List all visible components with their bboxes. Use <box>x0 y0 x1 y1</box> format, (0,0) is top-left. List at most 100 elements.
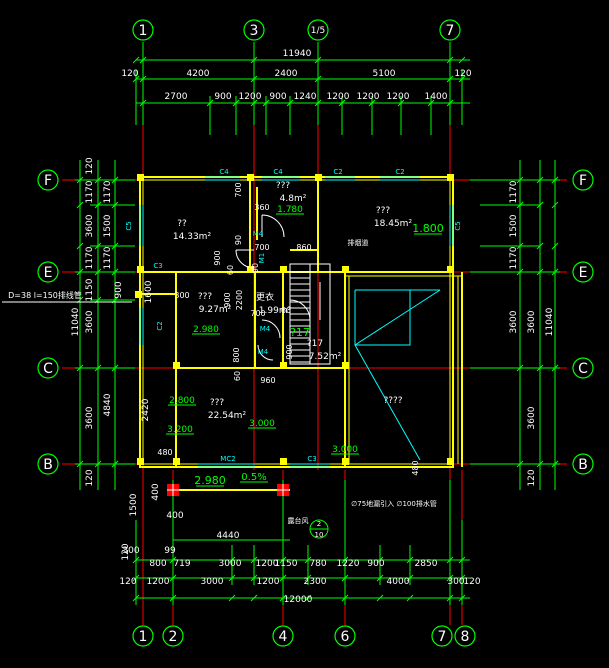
dimension-label: 3600 <box>85 406 95 429</box>
room-area: 9.27m² <box>199 305 232 315</box>
axis-top-0-circle <box>132 19 154 41</box>
dimension-ticks <box>76 56 559 602</box>
axis-top-2-circle <box>307 19 329 41</box>
elevation-mark: 1.800 <box>412 222 444 235</box>
room-name: ??? <box>376 206 391 216</box>
dimension-label: 1200 <box>239 92 262 102</box>
dimension-label: 400 <box>166 511 183 521</box>
dimension-label: 4440 <box>217 531 240 541</box>
dimension-label: 12000 <box>284 595 313 605</box>
dimension-label: 719 <box>173 559 190 569</box>
dimension-label: 1200 <box>256 559 279 569</box>
dimension-label: 3600 <box>509 310 519 333</box>
inner-dimension: 700 <box>234 182 243 197</box>
dimension-label: 1150 <box>275 559 298 569</box>
axis-bottom-0-circle <box>132 625 154 647</box>
inner-dimension: 900 <box>285 344 294 359</box>
room-area: 7.52m² <box>309 352 342 362</box>
room-name: ?17 <box>307 339 323 349</box>
elevation-mark: 3.000 <box>249 419 275 429</box>
dimension-label: 400 <box>151 483 161 500</box>
window-tag: C3 <box>307 455 316 463</box>
dimension-label: 900 <box>367 559 384 569</box>
axis-top-1-circle <box>243 19 265 41</box>
inner-dimension: 700 <box>254 243 269 252</box>
dimension-label: 2400 <box>275 69 298 79</box>
dimension-label: 4840 <box>103 393 113 416</box>
axis-top-3-circle <box>439 19 461 41</box>
axis-right-2: C <box>578 361 588 377</box>
axis-bottom-5: 8 <box>461 629 470 645</box>
window-tag: MC2 <box>220 455 235 463</box>
axis-left-2: C <box>43 361 53 377</box>
inner-dimension: 860 <box>296 243 311 252</box>
window-tag: M4 <box>258 348 269 356</box>
structural-columns <box>135 174 454 465</box>
room-name: ??? <box>210 398 225 408</box>
dimension-label: 11040 <box>545 307 555 336</box>
inner-dimension: 300 <box>174 291 189 300</box>
dimension-label: 3600 <box>527 310 537 333</box>
rainwater-posts <box>167 484 289 496</box>
room-name: ???? <box>383 396 402 406</box>
dimension-label: 3600 <box>527 406 537 429</box>
window-tag: C2 <box>395 168 404 176</box>
dimension-label: 3600 <box>85 214 95 237</box>
dimension-label: 300 <box>447 577 464 587</box>
inner-dimension: 480 <box>157 448 172 457</box>
inner-dimension: 700 <box>250 309 265 318</box>
dimension-label: 1220 <box>337 559 360 569</box>
dimension-label: 800 <box>149 559 166 569</box>
axis-left-3-circle <box>37 453 59 475</box>
dimension-label: 900 <box>114 281 124 298</box>
axis-bottom-3: 6 <box>341 629 350 645</box>
axis-right-3-circle <box>572 453 594 475</box>
dimension-label: 11940 <box>283 49 312 59</box>
dimension-label: 1200 <box>387 92 410 102</box>
elevation-mark: 2.800 <box>169 396 195 406</box>
elevation-mark: 3.200 <box>167 425 193 435</box>
axis-top-2: 1/5 <box>311 26 325 36</box>
room-area: 1.99m² <box>259 306 292 316</box>
dimension-label: 2700 <box>165 92 188 102</box>
window-tag: C2 <box>333 168 342 176</box>
axis-bottom-4-circle <box>431 625 453 647</box>
dimension-label: 1170 <box>103 180 113 203</box>
dimension-label: 120 <box>527 469 537 486</box>
inner-dimension: 360 <box>254 203 269 212</box>
axis-top-1: 3 <box>250 23 259 39</box>
dimension-label: 3000 <box>201 577 224 587</box>
dimension-label: 1170 <box>509 246 519 269</box>
elevation-mark: 2.980 <box>194 474 226 487</box>
axis-bottom-3-circle <box>334 625 356 647</box>
window-tag: C5 <box>125 221 133 230</box>
dimension-label: 120 <box>119 577 136 587</box>
axis-bottom-5-circle <box>454 625 476 647</box>
dimension-label: 120 <box>121 69 138 79</box>
dimension-label: 120 <box>121 543 131 560</box>
window-tag: C2 <box>156 321 164 330</box>
stair <box>289 263 331 365</box>
room-name: ?? <box>177 219 187 229</box>
note-flue: 排烟道 <box>348 238 369 247</box>
room-area: 4.8m² <box>280 194 307 204</box>
dimension-label: 11040 <box>71 307 81 336</box>
note-platform: 露台风 <box>288 516 309 525</box>
note-conduit: D=38 l=150排线管 <box>8 290 82 300</box>
dimension-label: 3600 <box>85 310 95 333</box>
dimension-label: 1170 <box>85 180 95 203</box>
room-name: ??? <box>198 292 213 302</box>
note-drain: ∅75地漏引入 ∅100排水管 <box>351 499 437 508</box>
inner-dimension: 60 <box>233 371 242 381</box>
dimension-label: 900 <box>269 92 286 102</box>
dimension-label: 1500 <box>509 214 519 237</box>
inner-dimension: 60 <box>281 306 291 315</box>
windows <box>139 176 454 468</box>
dimension-label: 120 <box>85 157 95 174</box>
dimension-label: 2850 <box>415 559 438 569</box>
axis-right-3: B <box>578 457 588 473</box>
inner-dimension: 2200 <box>235 290 244 310</box>
window-tag: M4 <box>253 230 264 238</box>
elevation-mark: 2.980 <box>193 325 219 335</box>
